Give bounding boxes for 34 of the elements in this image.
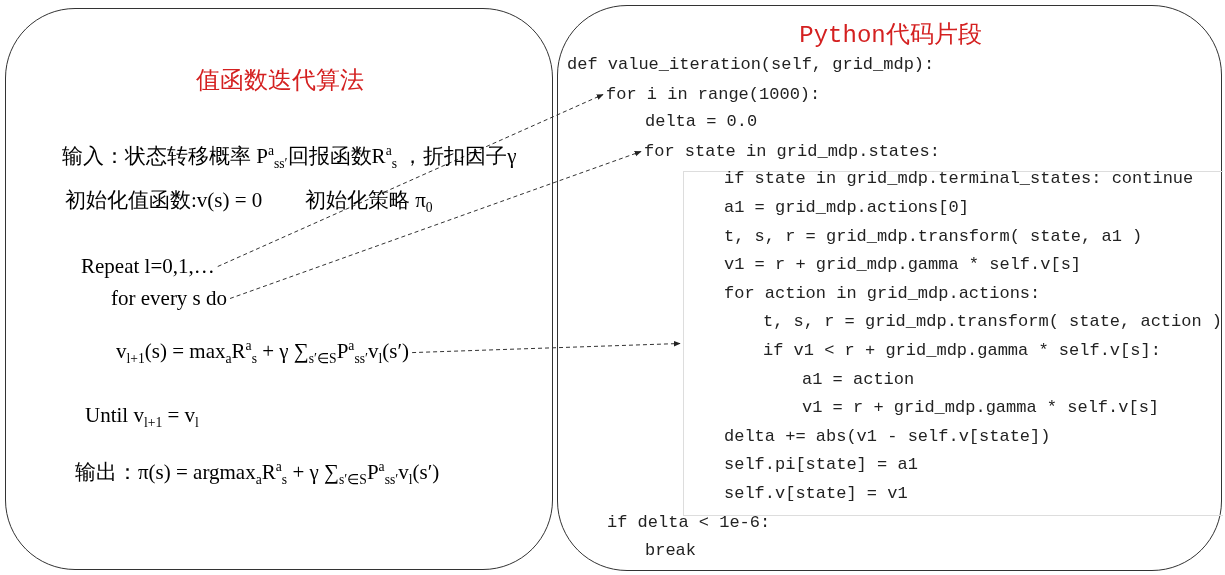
rounded-panel [5,8,553,570]
code-line: self.pi[state] = a1 [724,455,918,475]
code-line: t, s, r = grid_mdp.transform( state, action ) [763,312,1223,332]
code-line: if v1 < r + grid_mdp.gamma * self.v[s]: [763,341,1161,360]
code-line: a1 = action [802,369,915,389]
code-line: for i in range(1000): [606,85,821,104]
algorithm-line: 初始化策略 π$_{0}$ [305,187,433,217]
panel-title: Python代码片段 [798,21,983,50]
code-line: for state in grid_mdp.states: [644,142,940,161]
algorithm-line: Repeat l=0,1,… [81,254,215,279]
code-line: a1 = grid_mdp.actions[0] [724,198,969,217]
dashed-arrow [411,340,681,354]
code-line: v1 = r + grid_mdp.gamma * self.v[s] [802,398,1160,418]
algorithm-line: 输出：π(s) = argmax$_{a}$R$^{a}$$_{s}$ + γ ∑$_{s′∈S}$P$^{a}$$_{ss′}$v$_{l}$(s′) [75,458,440,489]
code-line: self.v[state] = v1 [724,484,908,503]
code-line: def value_iteration(self, grid_mdp): [567,55,935,74]
panel-title: 值函数迭代算法 [195,66,365,95]
algorithm-line: Until v$_{l+1}$ = v$_{l}$ [85,403,199,432]
algorithm-line: 初始化值函数:v(s) = 0 [65,187,263,214]
code-line: break [645,541,696,561]
algorithm-line: for every s do [111,286,228,311]
code-line: if delta < 1e-6: [607,512,771,532]
code-line: delta += abs(v1 - self.v[state]) [724,426,1051,446]
algorithm-line: v$_{l+1}$(s) = max$_{a}$R$^{a}$$_{s}$ + γ ∑$_{s′∈S}$P$^{a}$$_{ss′}$v$_{l}$(s′) [116,338,410,368]
code-block-outline [683,171,1223,516]
rounded-panel [557,5,1222,571]
code-line: delta = 0.0 [645,112,758,132]
algorithm-line: 输入：状态转移概率 P$^{a}$$_{ss′}$回报函数R$^{a}$$_{s}$ ，折扣因子γ [62,142,517,173]
dashed-arrow [217,94,604,267]
code-line: t, s, r = grid_mdp.transform( state, a1 ) [724,226,1143,246]
code-line: v1 = r + grid_mdp.gamma * self.v[s] [724,255,1082,275]
code-line: for action in grid_mdp.actions: [724,283,1041,303]
code-line: if state in grid_mdp.terminal_states: continue [724,169,1194,189]
dashed-arrow [229,151,642,299]
